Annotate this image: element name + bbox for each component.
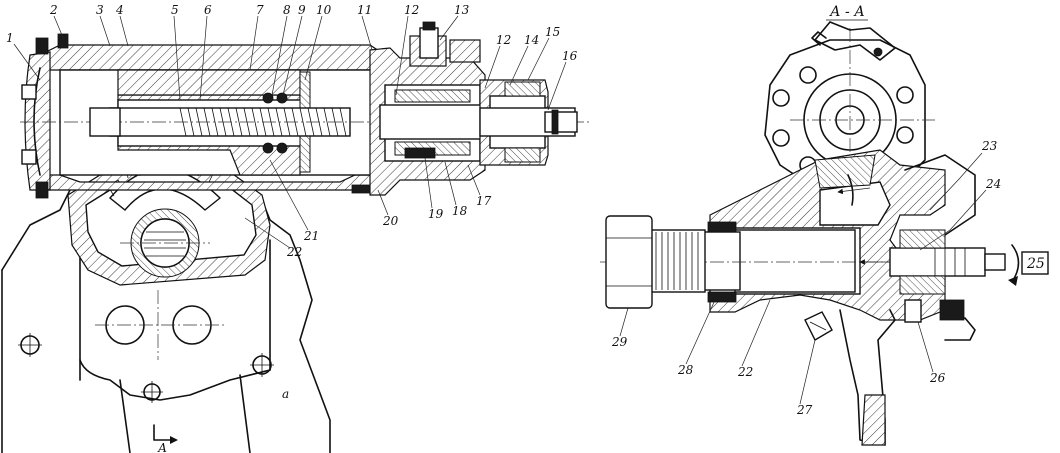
- mounting-leg: [839, 299, 965, 446]
- callout-23: 23: [981, 139, 998, 153]
- callout-3: 3: [96, 3, 104, 17]
- callout-2: 2: [49, 3, 58, 17]
- callout-20: 20: [382, 214, 399, 228]
- callout-1: 1: [6, 31, 14, 45]
- rotation-indicator: 25: [1008, 244, 1049, 286]
- callout-5: 5: [171, 3, 179, 17]
- splined-shaft-end: [605, 215, 706, 309]
- callout-18: 18: [452, 204, 468, 218]
- screw-end: [89, 107, 121, 137]
- left-view-longitudinal-section: 1 2 3 4 5 6 7 8 9 10 11 12 13 12 14 15 1…: [1, 3, 590, 453]
- callout-12b: 12: [496, 33, 511, 47]
- callout-14: 14: [524, 33, 539, 47]
- section-marker: А: [153, 424, 178, 453]
- callout-26: 26: [929, 371, 946, 385]
- callout-7: 7: [256, 3, 264, 17]
- callout-21: 21: [303, 229, 319, 243]
- drain-plug: [804, 311, 833, 341]
- callout-13: 13: [454, 3, 470, 17]
- right-view-section-aa: А - А: [600, 4, 1049, 446]
- section-title: А - А: [829, 4, 865, 20]
- mounting-bracket: [1, 174, 331, 453]
- callout-10: 10: [316, 3, 332, 17]
- adjusting-screw: [859, 229, 1006, 295]
- cylinder-flange: [764, 21, 935, 200]
- callout-11: 11: [357, 3, 372, 17]
- view-letter: а: [282, 387, 289, 401]
- callout-15: 15: [545, 25, 560, 39]
- callout-29: 29: [611, 335, 628, 349]
- control-valve-body: [369, 21, 491, 196]
- callout-24: 24: [985, 177, 1001, 191]
- left-callouts: 1 2 3 4 5 6 7 8 9 10 11 12 13 12 14 15 1…: [6, 3, 578, 259]
- callout-6: 6: [204, 3, 212, 17]
- callout-17: 17: [476, 194, 492, 208]
- right-callouts: 23 24 26 27 22 28 29: [611, 139, 1001, 417]
- callout-25: 25: [1026, 256, 1045, 272]
- callout-16: 16: [562, 49, 578, 63]
- callout-8: 8: [283, 3, 291, 17]
- callout-12: 12: [404, 3, 419, 17]
- callout-28: 28: [677, 363, 694, 377]
- callout-22r: 22: [737, 365, 753, 379]
- callout-4: 4: [115, 3, 124, 17]
- sector-shaft: [600, 221, 1000, 303]
- callout-27: 27: [796, 403, 813, 417]
- callout-22: 22: [286, 245, 302, 259]
- callout-9: 9: [298, 3, 306, 17]
- input-shaft: [479, 79, 578, 166]
- section-marker-letter: А: [157, 441, 167, 453]
- ball-screw: [20, 92, 590, 154]
- callout-19: 19: [428, 207, 444, 221]
- gear-sector: [107, 153, 222, 278]
